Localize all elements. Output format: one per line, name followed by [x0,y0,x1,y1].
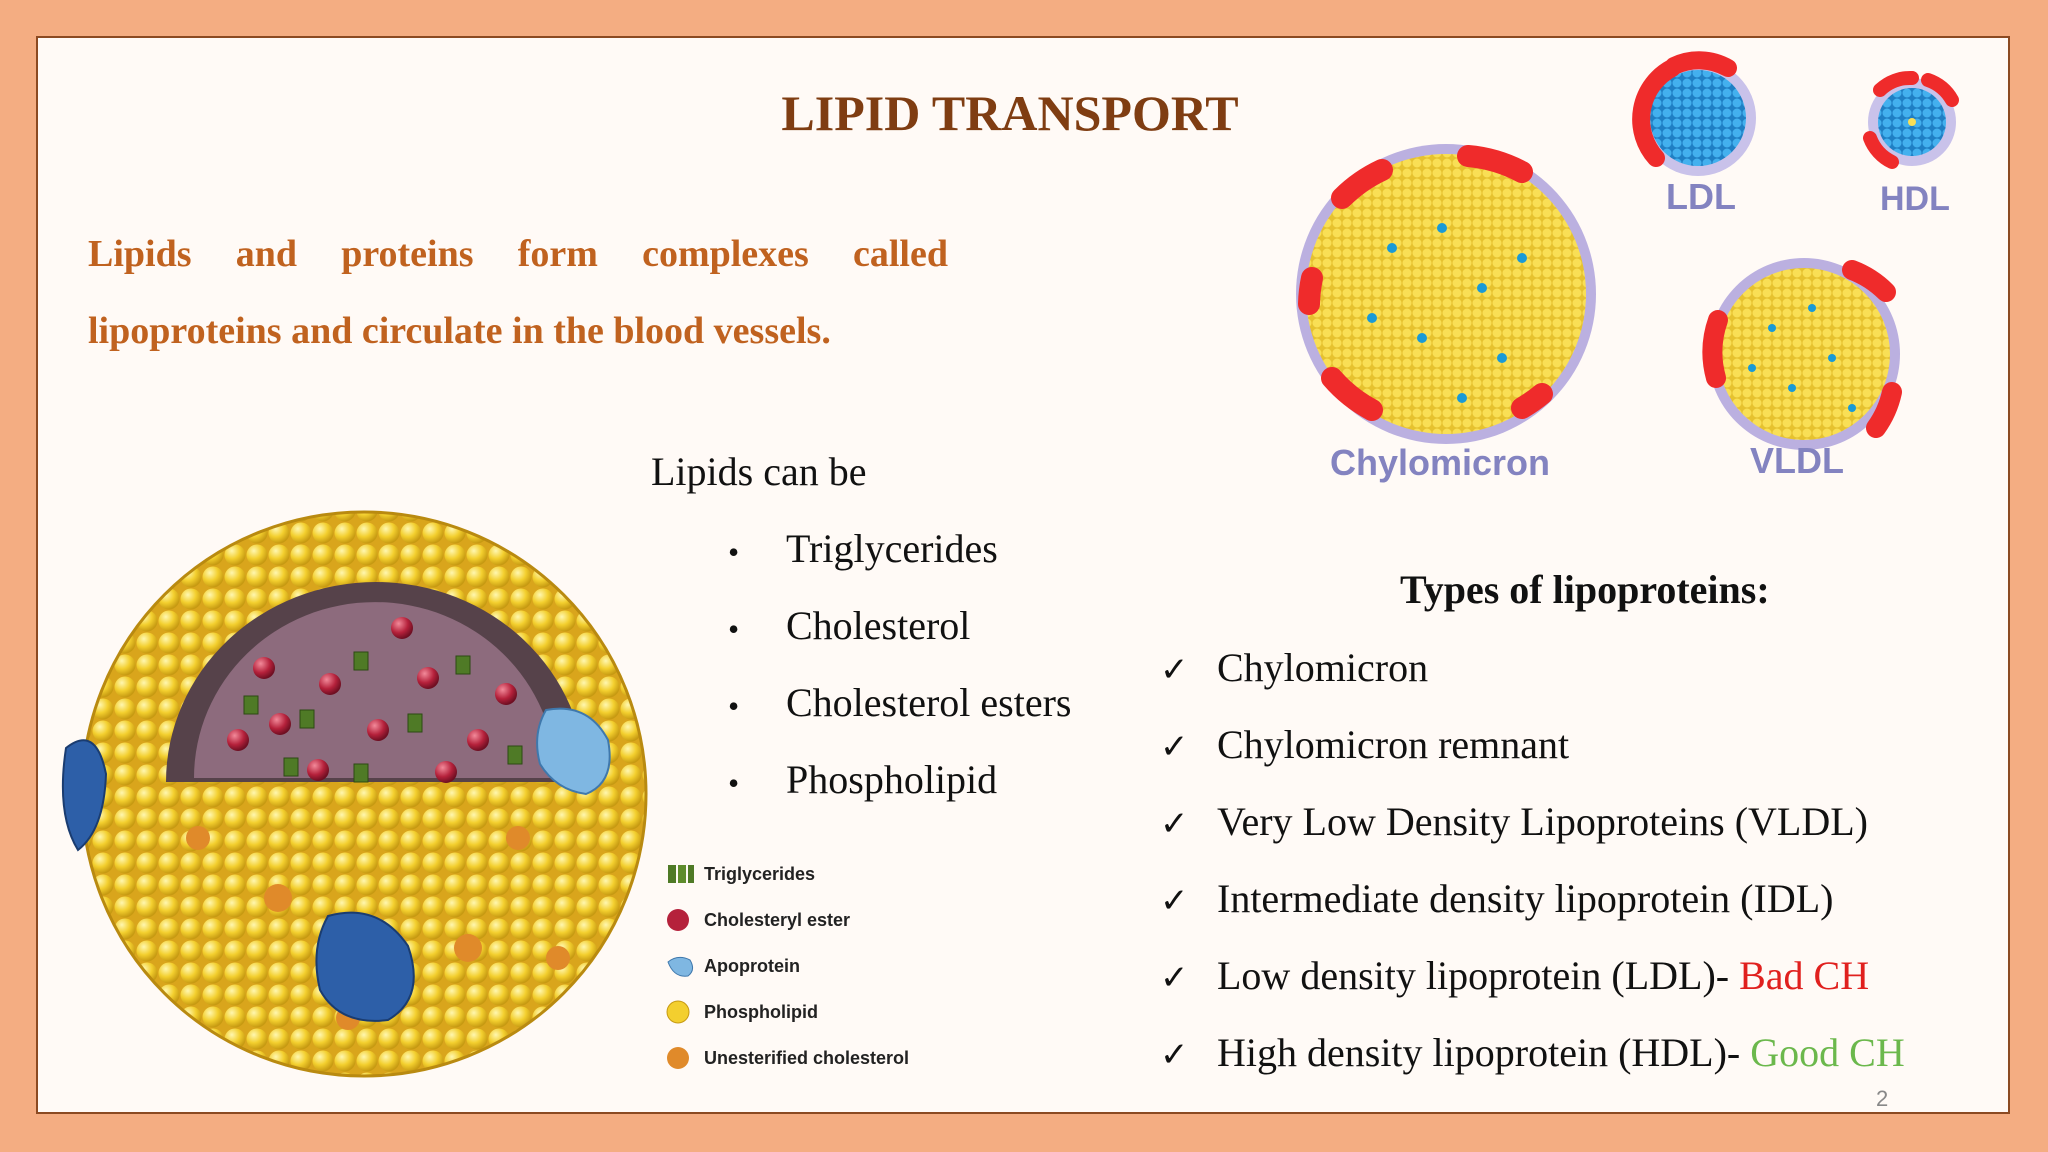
vldl-label: VLDL [1750,440,1844,481]
bullet-icon: • [728,688,740,725]
intro-word: and [235,233,297,275]
checkmark-icon: ✓ [1160,650,1189,690]
ldl-label: LDL [1666,176,1736,217]
intro-line-2: lipoproteins and circulate in the blood … [88,310,831,352]
bullet-icon: • [728,611,740,648]
bullet-icon: • [728,534,740,571]
lipoprotein-types-diagram [1296,51,1959,450]
vldl-particle [1702,258,1902,450]
legend-triglycerides: Triglycerides [664,860,815,888]
lipoprotein-type-item-hdl: ✓High density lipoprotein (HDL)- Good CH [1160,1030,1905,1075]
intro-word: Lipids [88,233,192,275]
page-number: 2 [1876,1086,1889,1111]
legend-cholesteryl-ester: Cholesteryl ester [664,906,850,934]
checkmark-icon: ✓ [1160,958,1189,998]
lipoprotein-type-item: ✓Chylomicron [1160,645,1429,690]
lipid-type-item: •Cholesterol [728,603,971,648]
lipids-heading: Lipids can be [651,449,867,494]
checkmark-icon: ✓ [1160,1035,1189,1075]
legend-phospholipid: Phospholipid [664,998,818,1026]
intro-word: called [853,233,948,275]
slide-title: LIPID TRANSPORT [781,85,1239,141]
checkmark-icon: ✓ [1160,881,1189,921]
bullet-icon: • [728,765,740,802]
apoprotein-dark-bottom [315,911,415,1022]
apoprotein-light [536,707,611,796]
unesterified-cholesterol-icon [667,1047,689,1069]
ldl-particle [1632,51,1756,176]
cholesteryl-ester-molecules [227,617,517,783]
apoprotein-dark-left [61,739,108,852]
lipoprotein-type-item: ✓Very Low Density Lipoproteins (VLDL) [1160,799,1868,844]
lipid-type-item: •Phospholipid [728,757,998,802]
chylomicron-label: Chylomicron [1330,442,1551,483]
triglyceride-molecules [243,651,523,783]
intro-word: complexes [642,233,809,275]
lipoprotein-type-item-ldl: ✓Low density lipoprotein (LDL)- Bad CH [1160,953,1870,998]
legend-unesterified-cholesterol: Unesterified cholesterol [664,1044,909,1072]
chylomicron-particle [1296,144,1596,444]
lipid-type-item: •Cholesterol esters [728,680,1072,725]
checkmark-icon: ✓ [1160,804,1189,844]
hdl-particle [1863,70,1959,169]
legend-apoprotein: Apoprotein [664,952,800,980]
lipid-type-item: •Triglycerides [728,526,998,571]
lipoprotein-type-item: ✓Chylomicron remnant [1160,722,1570,767]
phospholipid-icon [666,1000,690,1024]
bad-ch-note: Bad CH [1739,953,1870,998]
lipoprotein-particle-illustration [61,510,648,1078]
types-heading: Types of lipoproteins: [1400,567,1770,612]
lipoprotein-type-item: ✓Intermediate density lipoprotein (IDL) [1160,876,1834,921]
triglyceride-icon [668,865,694,883]
good-ch-note: Good CH [1750,1030,1905,1075]
intro-line-1: Lipids and proteins form complexes calle… [88,232,948,276]
hdl-label: HDL [1880,180,1950,218]
intro-word: proteins [341,233,474,275]
cholesteryl-ester-icon [667,909,689,931]
checkmark-icon: ✓ [1160,727,1189,767]
intro-word: form [517,233,598,275]
apoprotein-icon [667,956,694,977]
